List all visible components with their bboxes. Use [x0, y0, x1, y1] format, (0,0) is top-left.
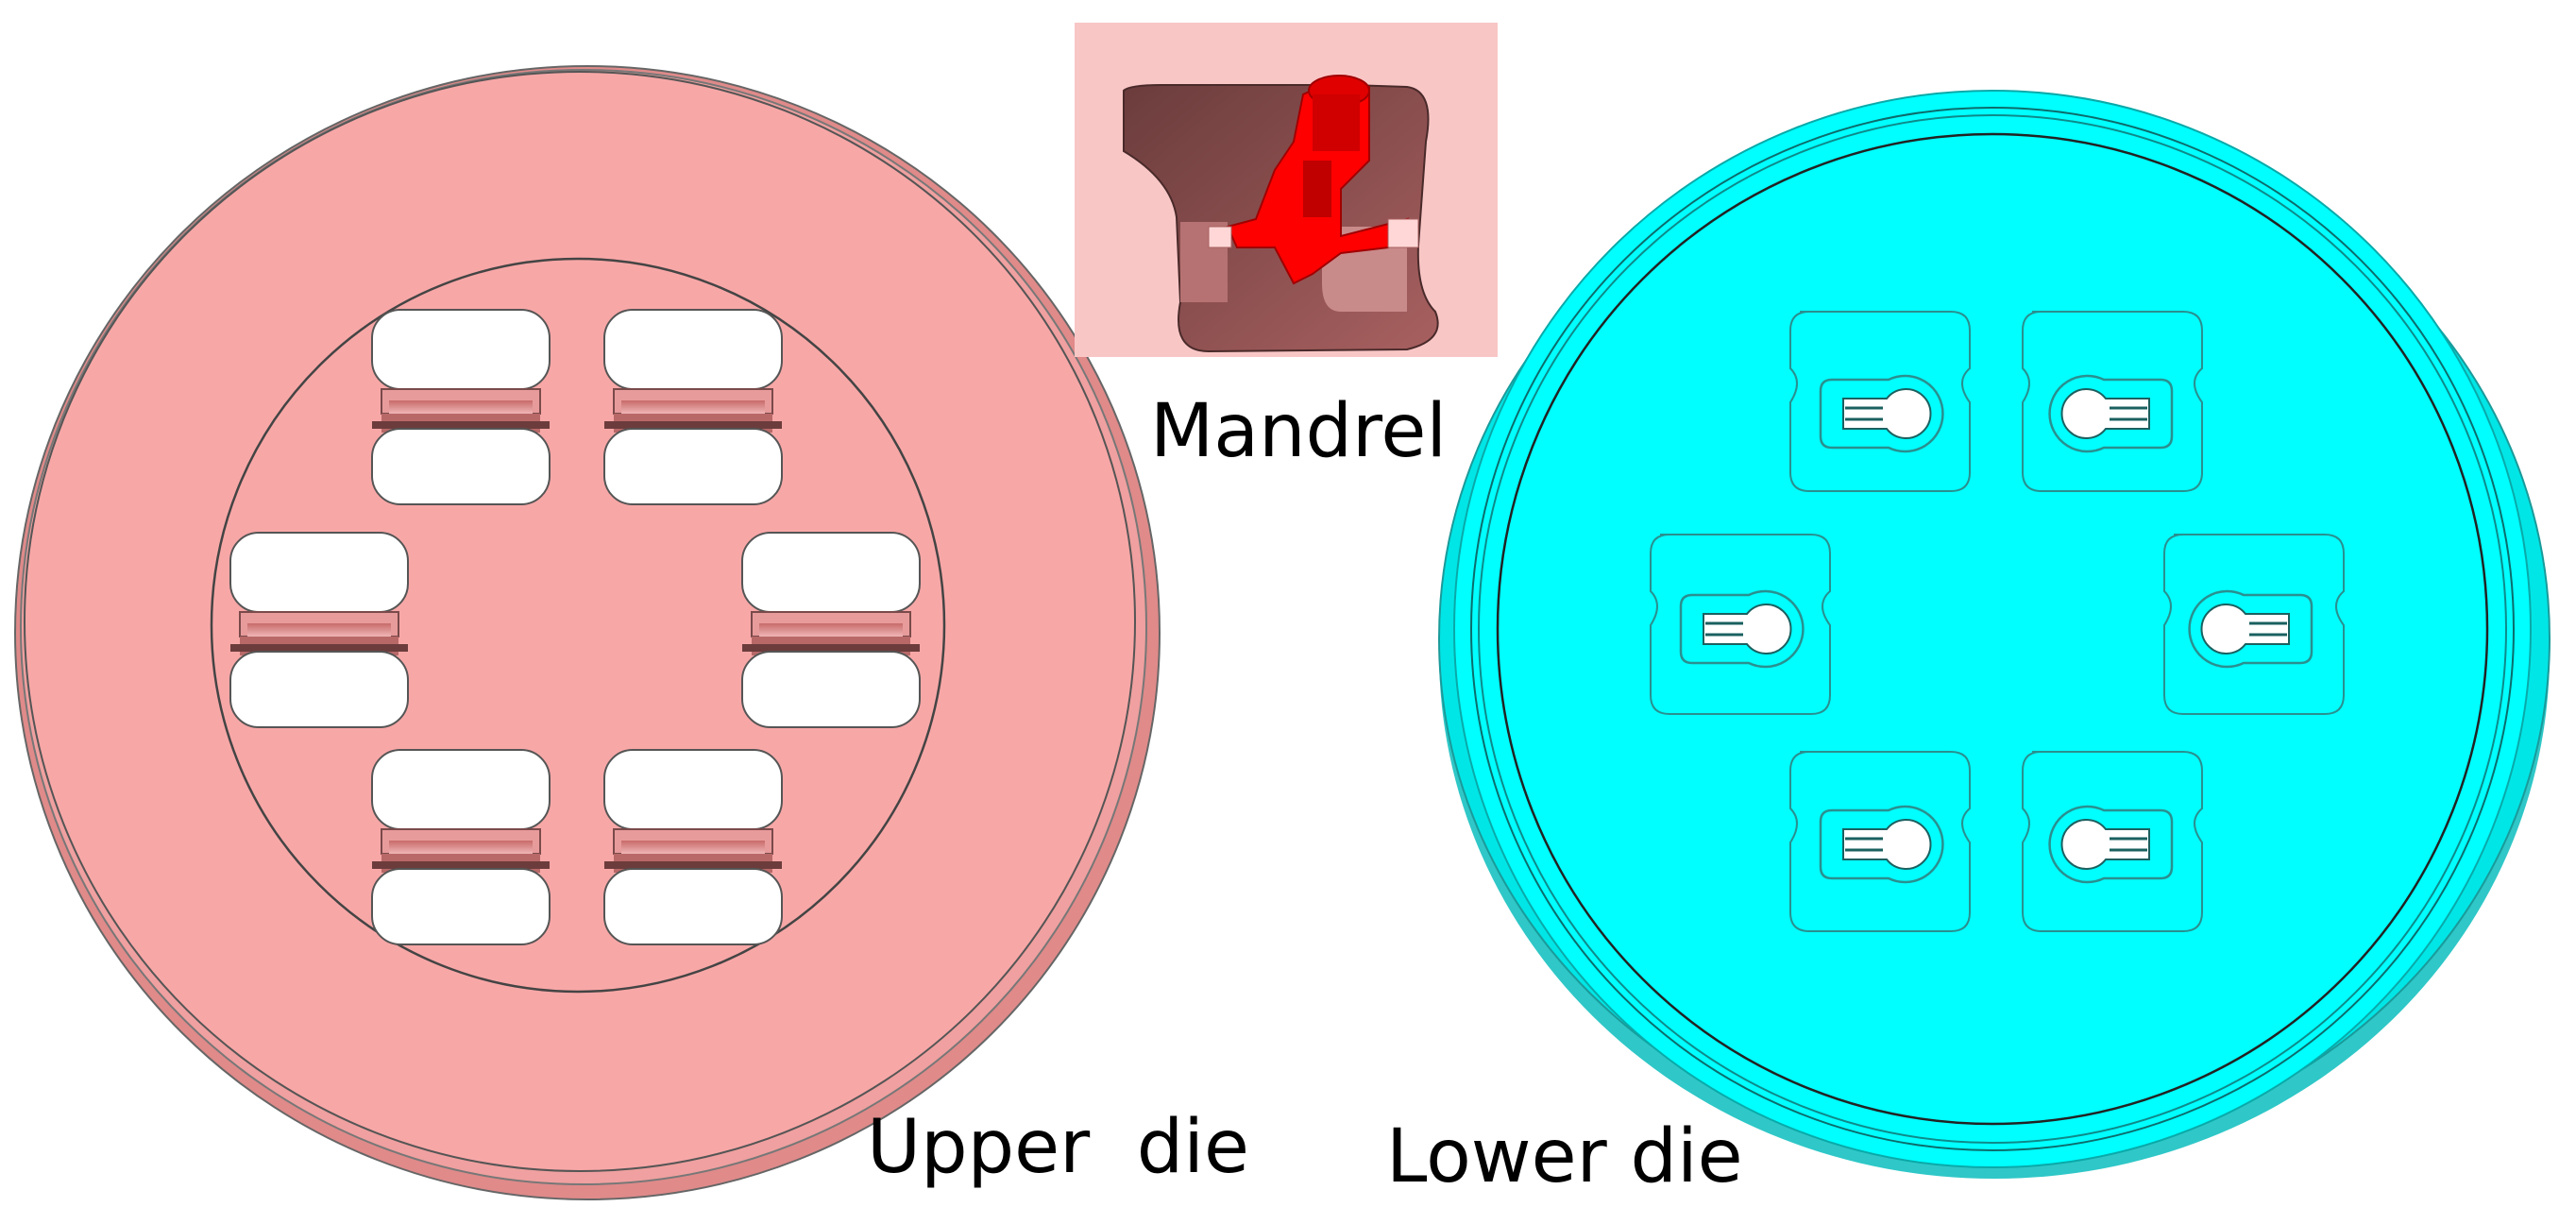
mandrel-inset — [1075, 23, 1498, 357]
mandrel-label: Mandrel — [1150, 389, 1448, 474]
upper-die-label: Upper die — [867, 1105, 1249, 1190]
lower-die-label: Lower die — [1386, 1114, 1743, 1199]
lower-die — [1438, 90, 2551, 1179]
upper-die — [14, 65, 1161, 1200]
